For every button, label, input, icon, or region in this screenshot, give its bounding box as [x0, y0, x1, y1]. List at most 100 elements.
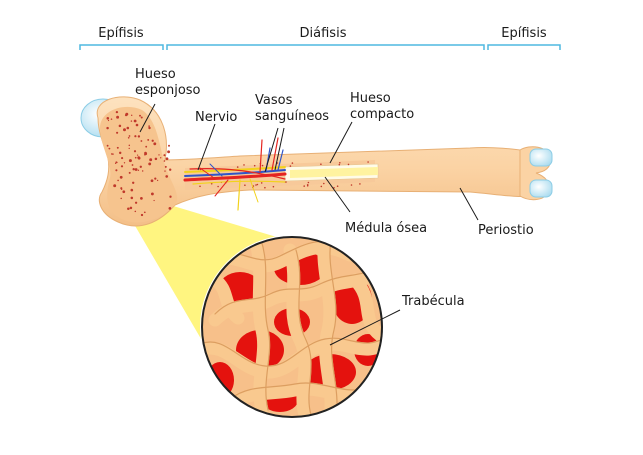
label-compact-line2: compacto [350, 107, 414, 122]
spongy-pore [118, 124, 122, 128]
compact-pore [236, 166, 239, 168]
spongy-pore [130, 120, 133, 122]
leader-compact [329, 121, 353, 164]
leader-nerve [197, 123, 216, 171]
spongy-pore [168, 207, 172, 210]
compact-pore [303, 185, 306, 187]
spongy-pore [151, 139, 154, 142]
spongy-pore [140, 116, 143, 119]
spongy-pore [144, 151, 147, 155]
spongy-pore [153, 199, 155, 202]
spongy-pore [130, 188, 134, 192]
leader-trabecula [329, 309, 401, 346]
spongy-pore [126, 126, 130, 130]
spongy-pore [143, 211, 146, 214]
spongy-pore [134, 168, 138, 171]
spongy-pore [137, 135, 141, 138]
compact-pore [244, 184, 246, 186]
spongy-pore [127, 136, 130, 139]
label-periosteum: Periostio [478, 223, 534, 238]
compact-pore [276, 162, 279, 164]
cartilage-right-upper [529, 148, 553, 167]
compact-pore [350, 184, 353, 186]
compact-pore [289, 165, 292, 167]
spongy-pore [116, 131, 119, 134]
spongy-pore [137, 169, 140, 171]
spongy-pore [169, 168, 172, 171]
compact-pore [217, 185, 219, 188]
spongy-pore [158, 154, 160, 156]
spongy-pore [147, 138, 150, 141]
spongy-pore [154, 157, 158, 161]
bone-marrow [290, 167, 378, 178]
spongy-pore [106, 117, 110, 120]
spongy-pore [114, 162, 117, 165]
spongy-pore [113, 184, 117, 188]
compact-pore [199, 185, 201, 188]
label-spongy-bone-line1: Hueso [135, 67, 176, 82]
spongy-pore [128, 159, 132, 163]
spongy-pore [134, 156, 137, 159]
spongy-pore [118, 151, 122, 155]
spongy-pore [149, 158, 153, 162]
spongy-pore [128, 135, 131, 137]
compact-pore [320, 163, 322, 165]
spongy-pore [106, 144, 109, 147]
spongy-pore [120, 165, 124, 168]
label-trabecula: Trabécula [401, 294, 465, 309]
spongy-pore [148, 162, 152, 166]
label-epiphysis-right: Epífisis [501, 26, 547, 41]
spongy-pore [165, 157, 169, 161]
spongy-pore [116, 146, 119, 149]
compact-pore [336, 185, 339, 187]
compact-pore [306, 184, 309, 186]
vessel-bundle [183, 137, 287, 211]
spongy-pore [133, 119, 137, 123]
label-diaphysis: Diáfisis [300, 26, 347, 41]
spongy-pore [163, 160, 166, 162]
spongy-pore [130, 114, 133, 117]
compact-pore [339, 162, 341, 164]
spongy-pore [148, 125, 150, 127]
bone [80, 96, 553, 227]
bracket-epiphysis-left [79, 44, 164, 50]
compact-pore [255, 184, 257, 186]
bracket-diaphysis [166, 44, 485, 50]
spongy-pore [133, 150, 137, 153]
spongy-pore [123, 128, 126, 132]
region-brackets [79, 44, 561, 50]
compact-pore [264, 186, 266, 189]
leader-spongy [139, 103, 156, 133]
spongy-pore [121, 157, 124, 160]
spongy-pore [165, 175, 169, 178]
spongy-pore [135, 123, 139, 127]
spongy-pore [134, 135, 137, 138]
compact-pore [323, 182, 325, 185]
compact-pore [359, 183, 361, 185]
compact-pore [307, 181, 310, 184]
spongy-bone-region [100, 106, 178, 223]
leader-periosteum [459, 187, 479, 221]
compact-pore [367, 161, 369, 163]
label-epiphysis-left: Epífisis [98, 26, 144, 41]
spongy-pore [137, 156, 141, 160]
vein [184, 169, 286, 177]
label-compact-line1: Hueso [350, 91, 391, 106]
spongy-pore [112, 153, 114, 155]
spongy-pore [128, 144, 131, 147]
spongy-pore [140, 197, 143, 200]
spongy-pore [132, 181, 135, 184]
cartilage-right-lower [529, 179, 553, 198]
spongy-pore [127, 207, 130, 210]
trabeculae-outline [202, 239, 382, 417]
label-marrow: Médula ósea [345, 221, 427, 236]
spongy-pore [150, 192, 154, 196]
spongy-pore [169, 195, 172, 198]
spongy-pore [164, 170, 166, 172]
compact-pore [272, 185, 275, 188]
spongy-pore [167, 150, 171, 154]
spongy-pore [123, 162, 126, 164]
spongy-pore [156, 179, 159, 182]
